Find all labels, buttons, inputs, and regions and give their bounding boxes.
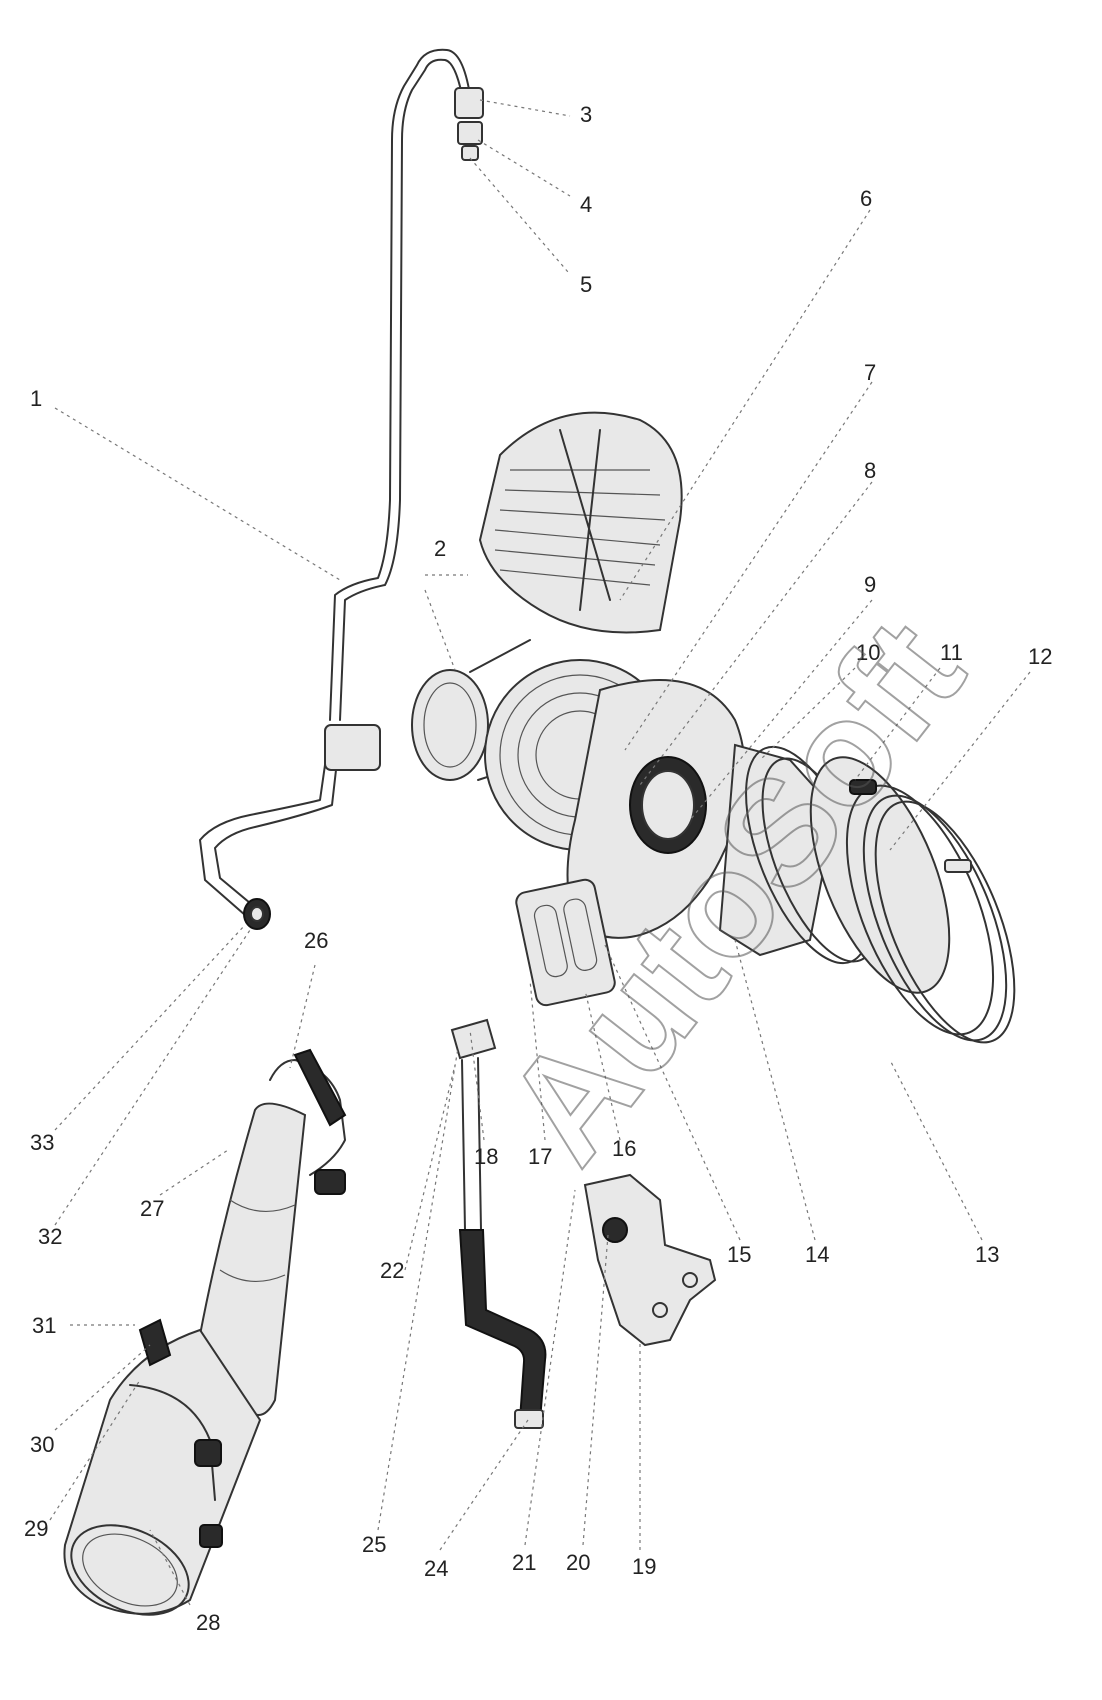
callout-20: 20 <box>566 1550 590 1575</box>
callout-7: 7 <box>864 360 876 385</box>
callout-28: 28 <box>196 1610 220 1635</box>
callout-labels: 1 2 3 4 5 6 7 8 9 10 11 12 13 14 15 16 1… <box>24 102 1052 1635</box>
callout-1: 1 <box>30 386 42 411</box>
turbocharger <box>411 411 837 1007</box>
callout-30: 30 <box>30 1432 54 1457</box>
callout-32: 32 <box>38 1224 62 1249</box>
callout-33: 33 <box>30 1130 54 1155</box>
callout-15: 15 <box>727 1242 751 1267</box>
oil-drain-pipe <box>450 1018 547 1429</box>
callout-21: 21 <box>512 1550 536 1575</box>
leader-lines <box>49 99 1031 1606</box>
exhaust-downpipe <box>63 1048 347 1616</box>
callout-9: 9 <box>864 572 876 597</box>
callout-12: 12 <box>1028 644 1052 669</box>
callout-17: 17 <box>528 1144 552 1169</box>
callout-26: 26 <box>304 928 328 953</box>
callout-5: 5 <box>580 272 592 297</box>
vband-clamps <box>745 745 1016 1044</box>
callout-24: 24 <box>424 1556 448 1581</box>
callout-10: 10 <box>856 640 880 665</box>
callout-25: 25 <box>362 1532 386 1557</box>
callout-14: 14 <box>805 1242 829 1267</box>
callout-4: 4 <box>580 192 592 217</box>
callout-13: 13 <box>975 1242 999 1267</box>
bracket <box>583 1173 717 1347</box>
callout-22: 22 <box>380 1258 404 1283</box>
callout-18: 18 <box>474 1144 498 1169</box>
oil-feed-pipe <box>199 48 484 930</box>
callout-6: 6 <box>860 186 872 211</box>
callout-29: 29 <box>24 1516 48 1541</box>
callout-31: 31 <box>32 1313 56 1338</box>
callout-2: 2 <box>434 536 446 561</box>
callout-8: 8 <box>864 458 876 483</box>
callout-16: 16 <box>612 1136 636 1161</box>
callout-11: 11 <box>940 640 963 665</box>
callout-19: 19 <box>632 1554 656 1579</box>
callout-3: 3 <box>580 102 592 127</box>
callout-27: 27 <box>140 1196 164 1221</box>
